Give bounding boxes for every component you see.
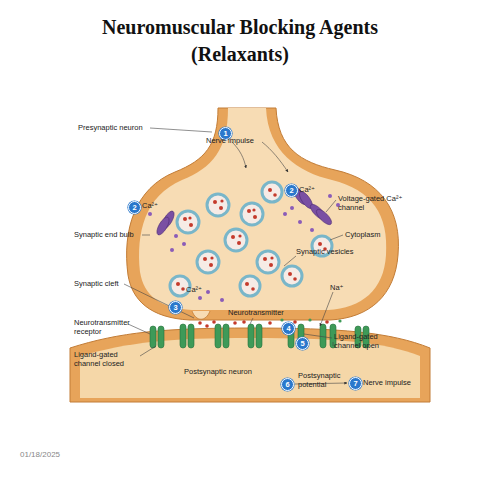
part-label: Ligand-gated channel closed (74, 351, 144, 368)
part-label: Voltage-gated Ca²⁺ channel (338, 195, 410, 212)
part-label: Ca²⁺ (299, 186, 329, 195)
part-label: Synaptic cleft (74, 280, 144, 289)
part-label: Cytoplasm (345, 231, 405, 240)
slide-title: Neuromuscular Blocking Agents (Relaxants… (95, 14, 385, 68)
callout-number: 4 (282, 322, 295, 335)
part-label: Neurotransmitter (228, 309, 300, 318)
part-label: Nerve impulse (206, 137, 266, 146)
callout-number: 6 (281, 378, 294, 391)
callout-number: 7 (349, 377, 362, 390)
part-label: Postsynaptic neuron (184, 368, 264, 377)
callout-number: 2 (285, 184, 298, 197)
part-label: Synaptic vesicles (296, 248, 368, 257)
callout-number: 2 (128, 201, 141, 214)
part-label: Ligand-gated channel open (334, 333, 404, 350)
callout-number: 5 (296, 337, 309, 350)
part-label: Ca²⁺ (186, 286, 216, 295)
part-label: Neurotransmitter receptor (74, 319, 132, 336)
date-stamp: 01/18/2025 (20, 450, 100, 459)
part-label: Presynaptic neuron (78, 124, 150, 133)
callout-number: 3 (169, 301, 182, 314)
part-label: Ca²⁺ (142, 202, 172, 211)
part-label: Synaptic end bulb (74, 231, 144, 240)
part-label: Na⁺ (330, 284, 350, 293)
part-label: Postsynaptic potential (298, 372, 350, 389)
part-label: Nerve impulse (363, 379, 425, 388)
